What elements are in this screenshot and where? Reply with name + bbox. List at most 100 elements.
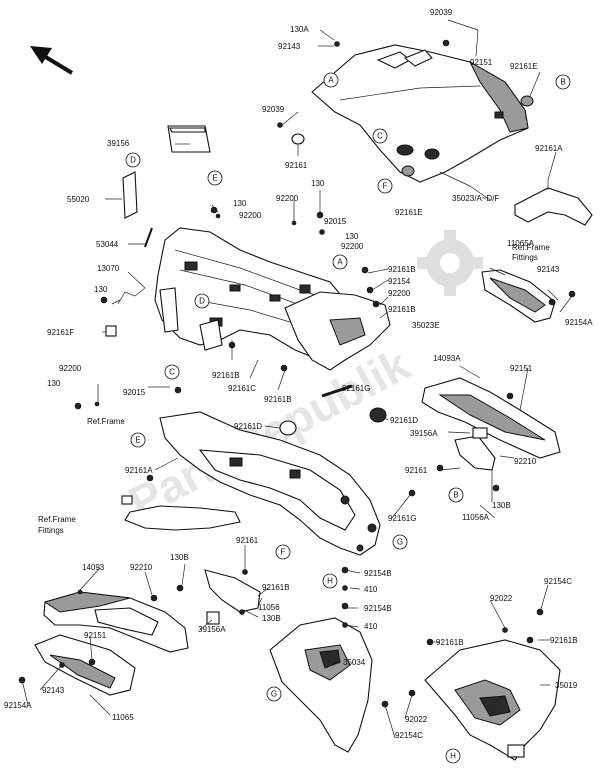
callout-circle: A: [323, 72, 339, 88]
part-label: 92154B: [364, 604, 392, 613]
fasteners: [18, 206, 576, 708]
trim-part-11065: [34, 634, 136, 696]
part-label: 92015: [123, 388, 146, 397]
svg-text:G: G: [397, 538, 403, 547]
part-label: 92143: [537, 265, 560, 274]
part-label: 53044: [96, 240, 119, 249]
part-label: 92161B: [264, 395, 292, 404]
damper-92161D-left: [279, 420, 297, 436]
part-label: 92161G: [388, 514, 416, 523]
rear-bracket-part: [514, 180, 593, 226]
clip-part: [121, 495, 133, 505]
callout-circle: G: [266, 686, 282, 702]
callout-circle: D: [194, 293, 210, 309]
part-label: 35023/A~D/F: [452, 194, 499, 203]
part-label: 92151: [84, 631, 107, 640]
part-label: 92210: [514, 457, 537, 466]
front-direction-arrow-icon: [30, 46, 74, 75]
svg-text:F: F: [383, 182, 388, 191]
part-label: 92161: [405, 466, 428, 475]
bracket-part-13070: [117, 287, 146, 305]
frame-fittings-bracket: [124, 505, 241, 531]
part-label: 130: [345, 232, 359, 241]
part-label: 92161E: [510, 62, 538, 71]
callout-circle: B: [555, 74, 571, 90]
part-label: 92161F: [47, 328, 74, 337]
part-label: 92200: [59, 364, 82, 373]
grommet-92161E-lower: [401, 165, 415, 177]
clip-part-92161F: [105, 325, 117, 337]
label-part-55020: [122, 171, 138, 219]
part-label: 130B: [492, 501, 511, 510]
part-label: 92154A: [565, 318, 593, 327]
callout-circle: C: [164, 364, 180, 380]
svg-text:G: G: [271, 690, 277, 699]
bolt-130A: [334, 41, 340, 47]
part-label: 92161D: [234, 422, 262, 431]
callout-circle: F: [275, 544, 291, 560]
part-label: 92161A: [535, 144, 563, 153]
callout-circle: E: [130, 432, 146, 448]
part-label: 92161B: [436, 638, 464, 647]
part-label: 130B: [170, 553, 189, 562]
svg-text:A: A: [328, 76, 334, 85]
part-label: 92151: [510, 364, 533, 373]
svg-text:E: E: [212, 174, 217, 183]
part-label: 35034: [343, 658, 366, 667]
callout-circle: E: [207, 170, 223, 186]
svg-text:D: D: [199, 297, 205, 306]
callouts: A B C F D E A D C E B G F H G H: [125, 72, 571, 764]
part-label: 410: [364, 622, 378, 631]
side-cover-part-14093A: [421, 377, 561, 459]
part-label: 92161B: [388, 305, 416, 314]
rear-fender-part-35023: [311, 44, 529, 183]
part-label: 92022: [490, 594, 513, 603]
damper-92161D-right: [369, 407, 387, 423]
svg-text:A: A: [337, 258, 343, 267]
part-label: 130A: [290, 25, 309, 34]
part-label: 92200: [388, 289, 411, 298]
part-label: 92143: [278, 42, 301, 51]
lower-frame-part: [159, 411, 381, 556]
pad-part-39156A-right: [472, 427, 488, 439]
svg-text:B: B: [453, 491, 458, 500]
part-label: 92161B: [212, 371, 240, 380]
callout-circle: B: [448, 487, 464, 503]
callout-circle: G: [392, 534, 408, 550]
part-label: 35023E: [412, 321, 440, 330]
part-label: 14093: [82, 563, 105, 572]
part-label: 92161: [236, 536, 259, 545]
part-label: 130: [47, 379, 61, 388]
part-label: 92200: [239, 211, 262, 220]
part-labels: 130A 92143 92039 92151 92161E 92039 3915…: [4, 8, 593, 740]
svg-text:C: C: [169, 368, 175, 377]
part-label: 92154: [388, 277, 411, 286]
part-label: 92154C: [544, 577, 572, 586]
part-label: 39156: [107, 139, 130, 148]
callout-circle: A: [332, 254, 348, 270]
bracket-part-11056: [204, 569, 261, 613]
part-label: 92039: [430, 8, 453, 17]
cover-part-35034: [269, 617, 373, 753]
part-label: 92154C: [395, 731, 423, 740]
strip-part-53044: [144, 227, 153, 248]
callout-circle: C: [372, 128, 388, 144]
part-label: 92210: [130, 563, 153, 572]
part-label: 92200: [341, 242, 364, 251]
part-label: 130B: [262, 614, 281, 623]
part-label: 92161C: [228, 384, 256, 393]
svg-text:C: C: [377, 132, 383, 141]
side-cover-part-14093: [43, 591, 189, 653]
part-label: 92161: [285, 161, 308, 170]
part-label: 55020: [67, 195, 90, 204]
bracket-part-11056A: [454, 435, 496, 471]
reference-label: Ref.Frame: [38, 515, 76, 524]
svg-text:D: D: [130, 156, 136, 165]
reference-label: Ref.Frame: [512, 243, 550, 252]
callout-circle: H: [445, 748, 461, 764]
part-label: 92161B: [262, 583, 290, 592]
part-label: 11056A: [462, 513, 490, 522]
part-label: 11065: [112, 713, 134, 722]
part-label: 92161A: [125, 466, 153, 475]
